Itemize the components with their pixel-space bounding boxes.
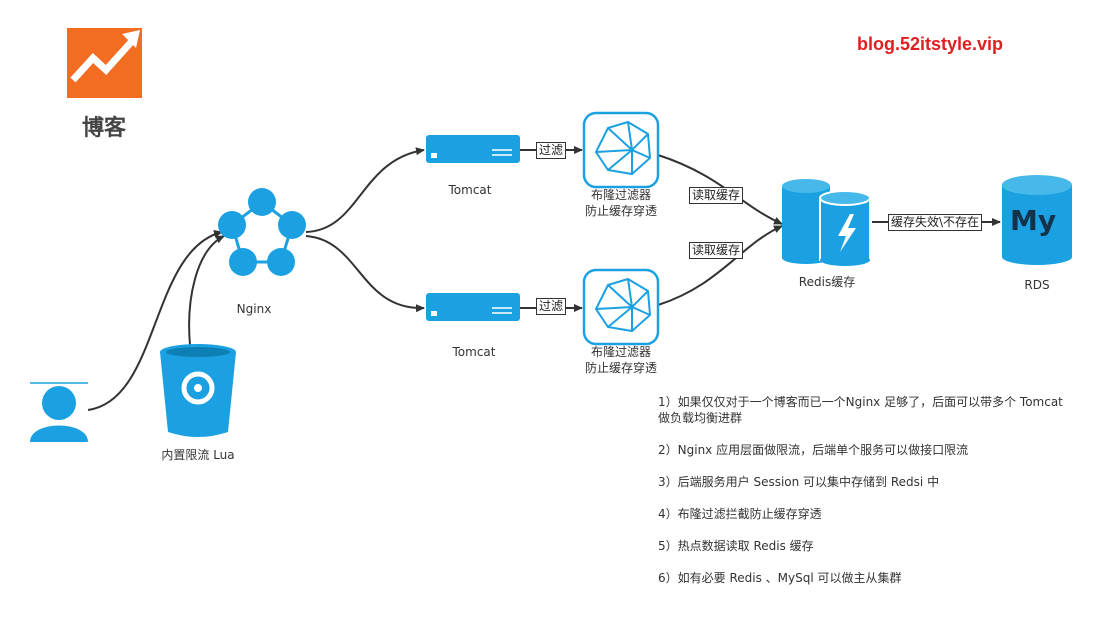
lua-bucket-icon xyxy=(160,344,236,437)
note-item: 2）Nginx 应用层面做限流，后端单个服务可以做接口限流 xyxy=(658,443,969,457)
bloom-bottom-label-line2: 防止缓存穿透 xyxy=(584,361,658,375)
edge-bloom-bottom-to-redis xyxy=(657,225,783,306)
tomcat-bottom-icon xyxy=(426,293,520,321)
bloom-top-label-line2: 防止缓存穿透 xyxy=(584,204,658,218)
bloom-bottom-label-line1: 布隆过滤器 xyxy=(590,345,652,359)
edge-lua-to-nginx xyxy=(188,235,225,346)
redis-cache-icon xyxy=(782,179,871,266)
edge-label-filter-top: 过滤 xyxy=(536,142,567,159)
edge-label-filter-bottom: 过滤 xyxy=(536,298,567,315)
note-item: 3）后端服务用户 Session 可以集中存储到 Redsi 中 xyxy=(658,475,940,489)
note-item: 5）热点数据读取 Redis 缓存 xyxy=(658,539,814,553)
bloom-filter-top-icon xyxy=(582,111,660,189)
note-item: 6）如有必要 Redis 、MySql 可以做主从集群 xyxy=(658,571,902,585)
rds-mysql-icon xyxy=(1002,175,1072,265)
blog-logo-icon xyxy=(67,28,142,98)
tomcat-bottom-label: Tomcat xyxy=(452,345,496,359)
edge-label-cache-miss: 缓存失效\不存在 xyxy=(888,214,983,231)
tomcat-top-icon xyxy=(426,135,520,163)
edge-nginx-to-tomcat-bottom xyxy=(305,235,425,313)
mysql-logo-text: My xyxy=(1010,204,1057,237)
bloom-top-label: 布隆过滤器 防止缓存穿透 xyxy=(585,187,657,219)
blog-title: 博客 xyxy=(82,116,127,141)
note-item: 1）如果仅仅对于一个博客而已一个Nginx 足够了，后面可以带多个 Tomcat… xyxy=(658,395,1063,425)
lua-label: 内置限流 Lua xyxy=(161,448,235,462)
brand-url: blog.52itstyle.vip xyxy=(857,34,1004,54)
bloom-filter-bottom-icon xyxy=(582,268,660,346)
note-item: 4）布隆过滤拦截防止缓存穿透 xyxy=(658,507,822,521)
rds-label: RDS xyxy=(1024,278,1050,292)
nginx-icon xyxy=(218,188,306,276)
edge-user-to-nginx xyxy=(87,230,223,411)
edge-nginx-to-tomcat-top xyxy=(305,147,425,233)
tomcat-top-label: Tomcat xyxy=(448,183,492,197)
notes-list: 1）如果仅仅对于一个博客而已一个Nginx 足够了，后面可以带多个 Tomcat… xyxy=(658,394,1078,602)
edge-label-read-cache-bottom: 读取缓存 xyxy=(689,242,744,259)
redis-label: Redis缓存 xyxy=(798,275,856,289)
bloom-bottom-label: 布隆过滤器 防止缓存穿透 xyxy=(585,344,657,376)
user-icon xyxy=(30,382,88,442)
bloom-top-label-line1: 布隆过滤器 xyxy=(590,188,652,202)
nginx-label: Nginx xyxy=(236,302,272,316)
edge-label-read-cache-top: 读取缓存 xyxy=(689,187,744,204)
